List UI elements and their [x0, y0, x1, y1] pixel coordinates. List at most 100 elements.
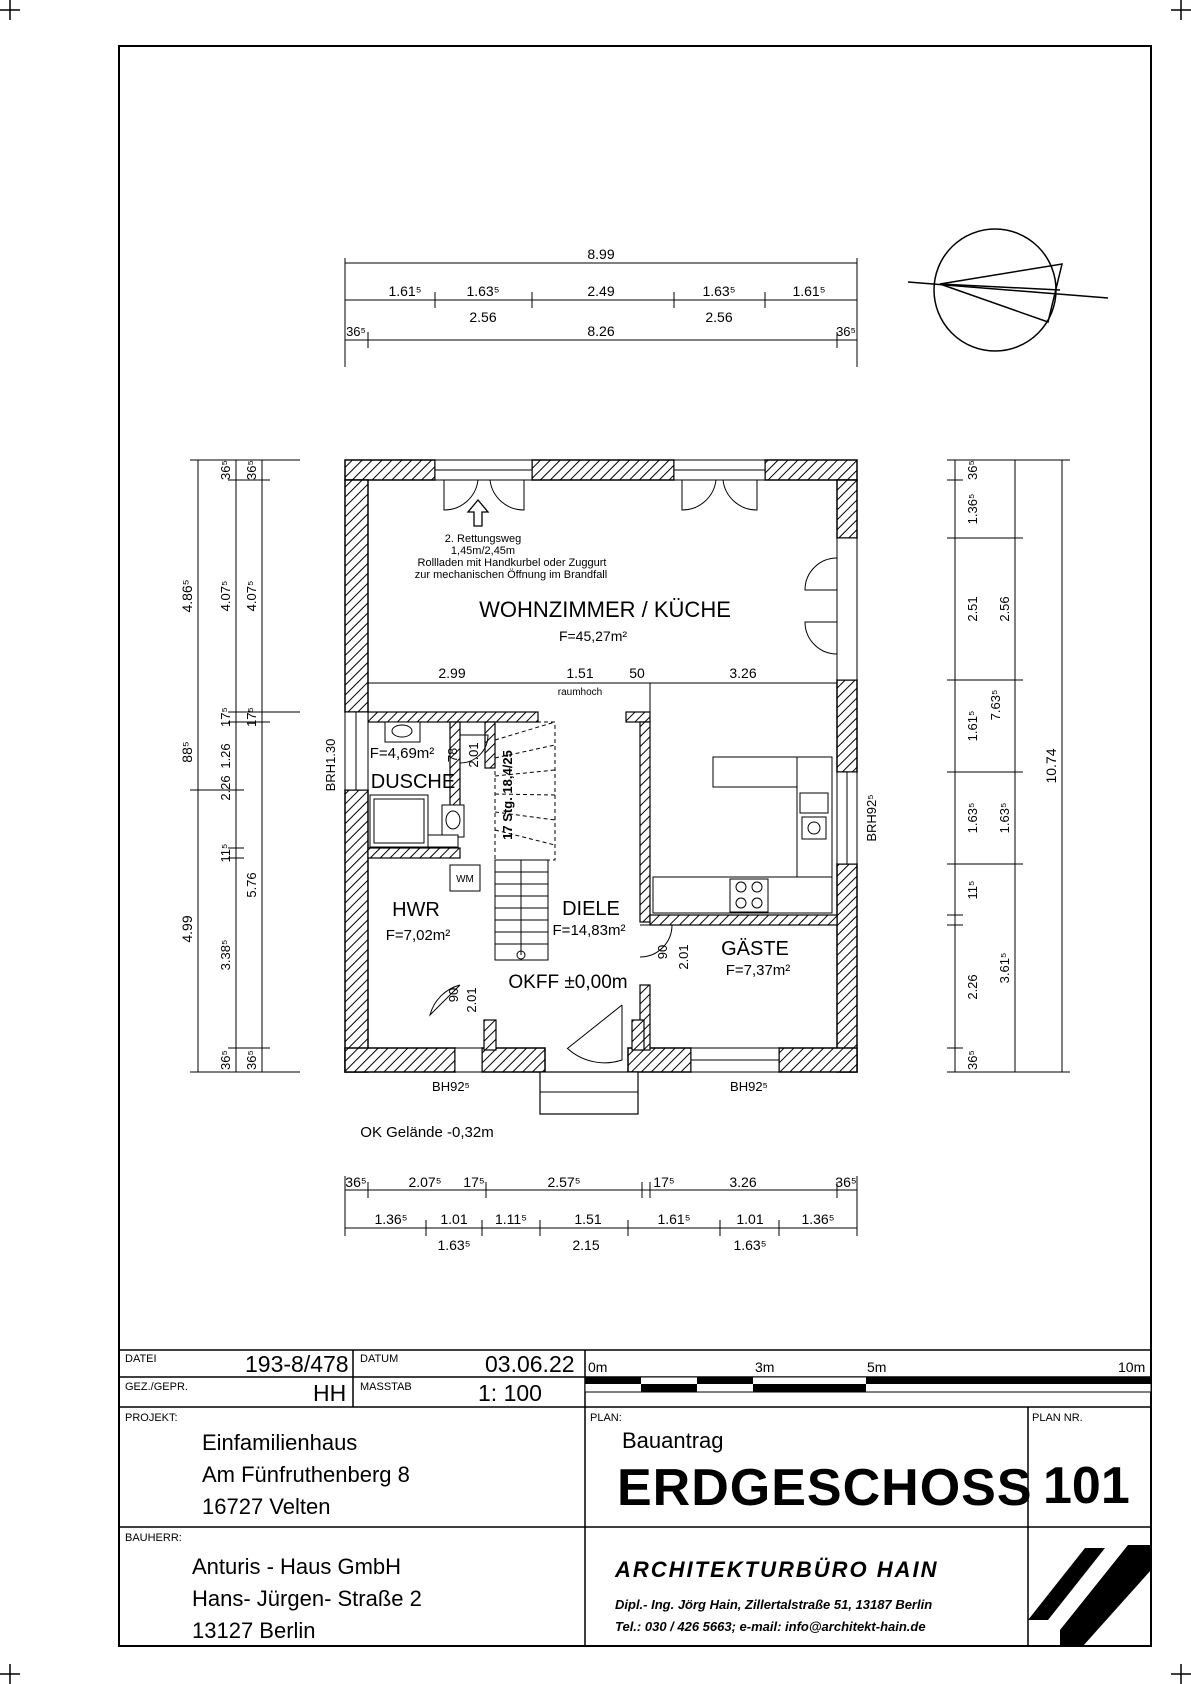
- room-area-gaeste: F=7,37m²: [726, 962, 791, 979]
- dim-left-outer-1: 88⁵: [179, 741, 195, 762]
- bauherr-line-3: 13127 Berlin: [192, 1618, 316, 1643]
- dim-right-inner-7: 36⁵: [965, 1050, 980, 1070]
- dynamic-labels: WOHNZIMMER / KÜCHE F=45,27m² F=4,69m² DUSCH…: [179, 246, 1059, 1253]
- windows: [344, 459, 858, 1073]
- escape-note-2: 1,45m/2,45m: [451, 545, 515, 557]
- plan-nr-value: 101: [1043, 1457, 1130, 1515]
- scale-0m: 0m: [588, 1359, 608, 1375]
- dim-left-inner-1: 4.07⁵: [244, 581, 259, 612]
- bauherr-line-2: Hans- Jürgen- Straße 2: [192, 1586, 422, 1611]
- outer-walls: [344, 459, 858, 1073]
- office-address: Dipl.- Ing. Jörg Hain, Zillertalstraße 5…: [615, 1597, 933, 1612]
- plan-subtitle: Bauantrag: [622, 1428, 724, 1453]
- dim-left-middle-3: 1.26: [218, 743, 233, 768]
- kitchen-fixtures: [652, 756, 833, 914]
- dim-interior-9: 2.01: [464, 987, 479, 1012]
- dim-bottom-row1-1: 2.07⁵: [408, 1174, 441, 1190]
- bh-left-label: BH92⁵: [432, 1079, 470, 1094]
- dim-bottom-row1-0: 36⁵: [345, 1174, 366, 1190]
- bh-right-label: BH92⁵: [730, 1079, 768, 1094]
- scale-3m: 3m: [755, 1359, 775, 1375]
- dim-interior-1: 1.51: [566, 665, 593, 681]
- bauherr-line-1: Anturis - Haus GmbH: [192, 1554, 402, 1579]
- wm-label: WM: [456, 874, 474, 885]
- dim-top-row2-1: 2.56: [705, 309, 732, 325]
- escape-arrow-icon: [466, 498, 490, 527]
- dim-interior-4: 2.01: [466, 742, 481, 767]
- dim-top-overall: 8.99: [587, 246, 614, 262]
- dim-left-middle-7: 36⁵: [218, 1050, 233, 1070]
- room-area-hwr: F=7,02m²: [386, 927, 451, 944]
- dim-left-middle-0: 36⁵: [218, 460, 233, 480]
- dim-left-inner-3: 5.76: [244, 872, 259, 897]
- room-name-diele: DIELE: [562, 898, 620, 920]
- interior-walls: [367, 711, 838, 1051]
- washing-machine-icon: [449, 864, 481, 892]
- office-contact: Tel.: 030 / 426 5663; e-mail: info@archi…: [615, 1619, 926, 1634]
- room-name-wohnzimmer: WOHNZIMMER / KÜCHE: [479, 597, 731, 622]
- dim-right-inner-6: 2.26: [965, 974, 980, 999]
- dim-interior-5: 78: [445, 748, 460, 762]
- dim-right-inner-4: 1.63⁵: [965, 803, 980, 834]
- projekt-line-2: Am Fünfruthenberg 8: [202, 1462, 410, 1487]
- dim-bottom-row1-6: 36⁵: [835, 1174, 856, 1190]
- dim-interior-0: 2.99: [438, 665, 465, 681]
- ground-level-label: OK Gelände -0,32m: [360, 1124, 493, 1141]
- bauherr-label: BAUHERR:: [125, 1532, 182, 1544]
- dim-top-row3-1: 8.26: [587, 323, 614, 339]
- dim-bottom-row2-6: 1.36⁵: [801, 1211, 834, 1227]
- room-name-gaeste: GÄSTE: [721, 938, 789, 960]
- dim-right-inner-1: 1.36⁵: [965, 494, 980, 525]
- interior-lines: [368, 682, 837, 712]
- stairs-label: 17 Stg. 18,4/25: [500, 750, 515, 840]
- doors: [429, 479, 838, 1064]
- dim-bottom-row3-2: 1.63⁵: [733, 1237, 766, 1253]
- datum-value: 03.06.22: [485, 1351, 575, 1377]
- datei-value: 193-8/478: [245, 1351, 349, 1377]
- dim-top-row3-0: 36⁵: [346, 324, 366, 339]
- dim-interior-2: 50: [629, 665, 645, 681]
- scale-10m: 10m: [1118, 1359, 1146, 1375]
- dim-bottom-row1-2: 17⁵: [463, 1174, 484, 1190]
- escape-note-4: zur mechanischen Öffnung im Brandfall: [415, 569, 607, 581]
- dim-interior-3: 3.26: [729, 665, 756, 681]
- staircase: [494, 721, 556, 961]
- projekt-label: PROJEKT:: [125, 1412, 178, 1424]
- gez-label: GEZ./GEPR.: [125, 1381, 188, 1393]
- dim-left-middle-2: 17⁵: [218, 707, 233, 727]
- room-name-hwr: HWR: [392, 899, 440, 921]
- dim-left-outer-2: 4.99: [179, 915, 195, 942]
- entrance-step: [539, 1071, 639, 1115]
- dim-right-inner-2: 2.51: [965, 596, 980, 621]
- dim-top-row1-1: 1.63⁵: [466, 283, 499, 299]
- dim-bottom-row2-2: 1.11⁵: [495, 1211, 527, 1227]
- plan-title: ERDGESCHOSS: [617, 1459, 1033, 1517]
- dim-right-middle-2: 3.61⁵: [997, 953, 1012, 984]
- dim-top-row1-3: 1.63⁵: [702, 283, 735, 299]
- datei-label: DATEI: [125, 1353, 157, 1365]
- room-name-dusche: DUSCHE: [371, 771, 455, 793]
- dim-left-middle-4: 2.26: [218, 775, 233, 800]
- room-area-wohnzimmer: F=45,27m²: [559, 628, 627, 644]
- dim-bottom-row2-3: 1.51: [574, 1211, 601, 1227]
- dim-left-inner-2: 17⁵: [244, 707, 259, 727]
- escape-note-3: Rollladen mit Handkurbel oder Zuggurt: [418, 557, 607, 569]
- office-logo: [1028, 1545, 1151, 1646]
- dim-right-inner-5: 11⁵: [965, 881, 980, 900]
- room-area-diele: F=14,83m²: [553, 922, 626, 939]
- dim-bottom-row2-4: 1.61⁵: [657, 1211, 690, 1227]
- dim-top-row2-0: 2.56: [469, 309, 496, 325]
- dim-right-middle-1: 1.63⁵: [997, 803, 1012, 834]
- projekt-line-3: 16727 Velten: [202, 1494, 331, 1519]
- dim-bottom-row2-0: 1.36⁵: [374, 1211, 407, 1227]
- datum-label: DATUM: [360, 1353, 399, 1365]
- dim-interior-8: 90: [446, 988, 461, 1002]
- gez-value: HH: [313, 1380, 347, 1406]
- room-area-dusche: F=4,69m²: [370, 745, 435, 762]
- dim-right-inner-3: 1.61⁵: [965, 711, 980, 742]
- brh-left-label: BRH1.30: [323, 739, 338, 792]
- dim-top-row3-2: 36⁵: [836, 324, 856, 339]
- escape-note-1: 2. Rettungsweg: [445, 533, 521, 545]
- dim-bottom-row3-0: 1.63⁵: [437, 1237, 470, 1253]
